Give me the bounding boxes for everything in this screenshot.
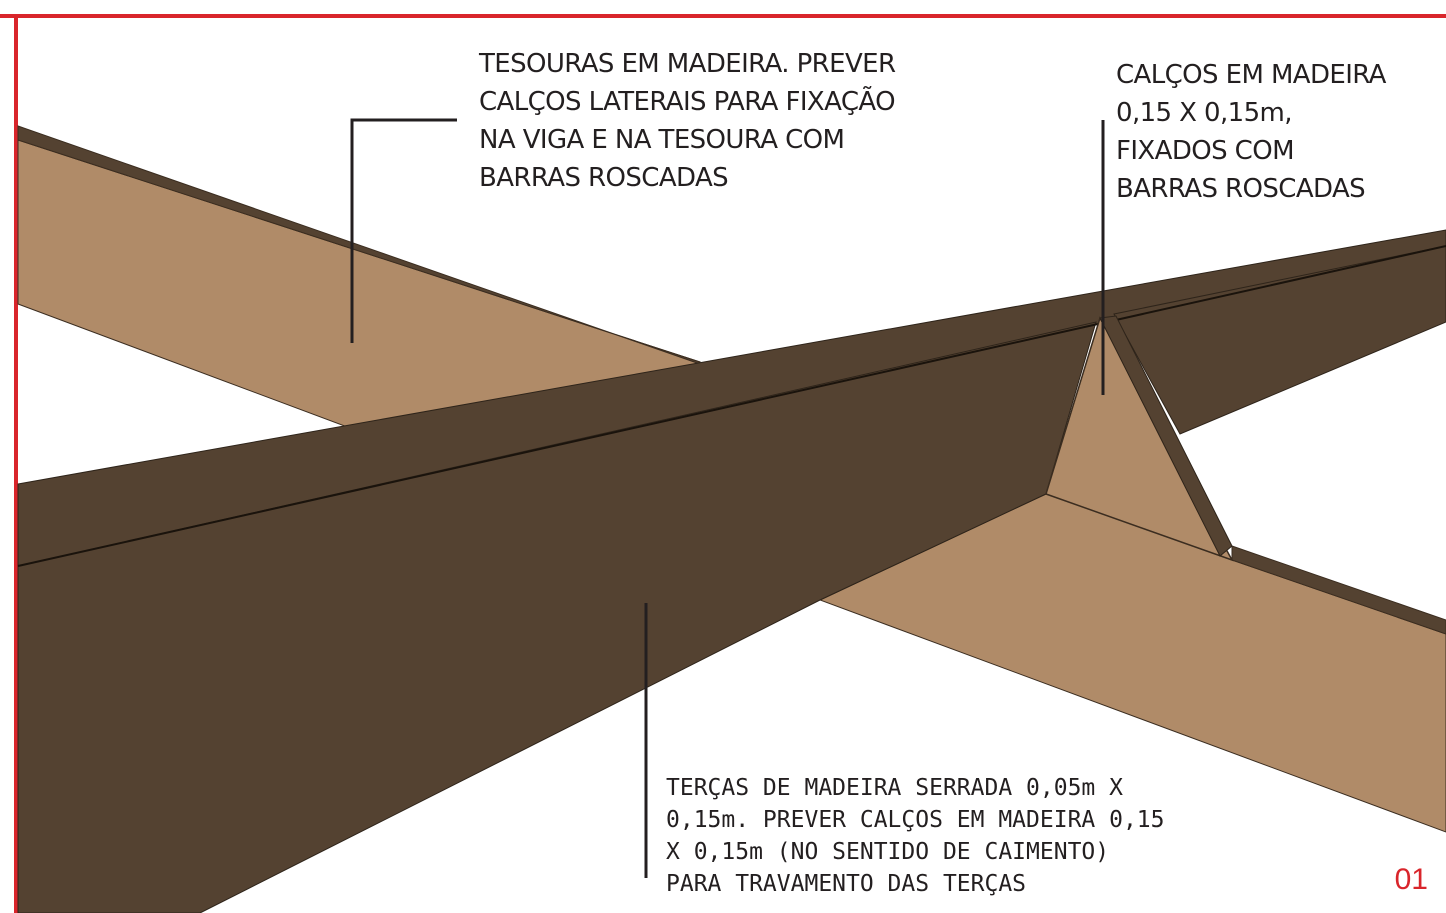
right-truss-top-edge [1231,545,1446,635]
left-truss-beam [17,125,701,429]
frame-left-border [14,14,18,913]
left-truss-top-edge [17,125,701,365]
purlin-far-face [1113,245,1446,435]
purlin-side-face [17,321,1097,913]
purlins-note: TERÇAS DE MADEIRA SERRADA 0,05m X 0,15m.… [666,775,1165,897]
trusses-note: TESOURAS EM MADEIRA. PREVER CALÇOS LATER… [479,49,896,193]
wood-block [1045,315,1234,562]
frame-top-border [0,14,1446,18]
page-number: 01 [1394,863,1428,896]
wood-block-edge [1099,315,1233,557]
purlin-beam [17,229,1446,913]
sheet-frame [0,14,1446,913]
leader-lines [350,118,1105,878]
purlin-edge-line [17,245,1446,567]
tesouras-leader-line [350,118,457,343]
blocks-note: CALÇOS EM MADEIRA 0,15 X 0,15m, FIXADOS … [1116,60,1386,204]
purlin-top-face [17,229,1446,567]
